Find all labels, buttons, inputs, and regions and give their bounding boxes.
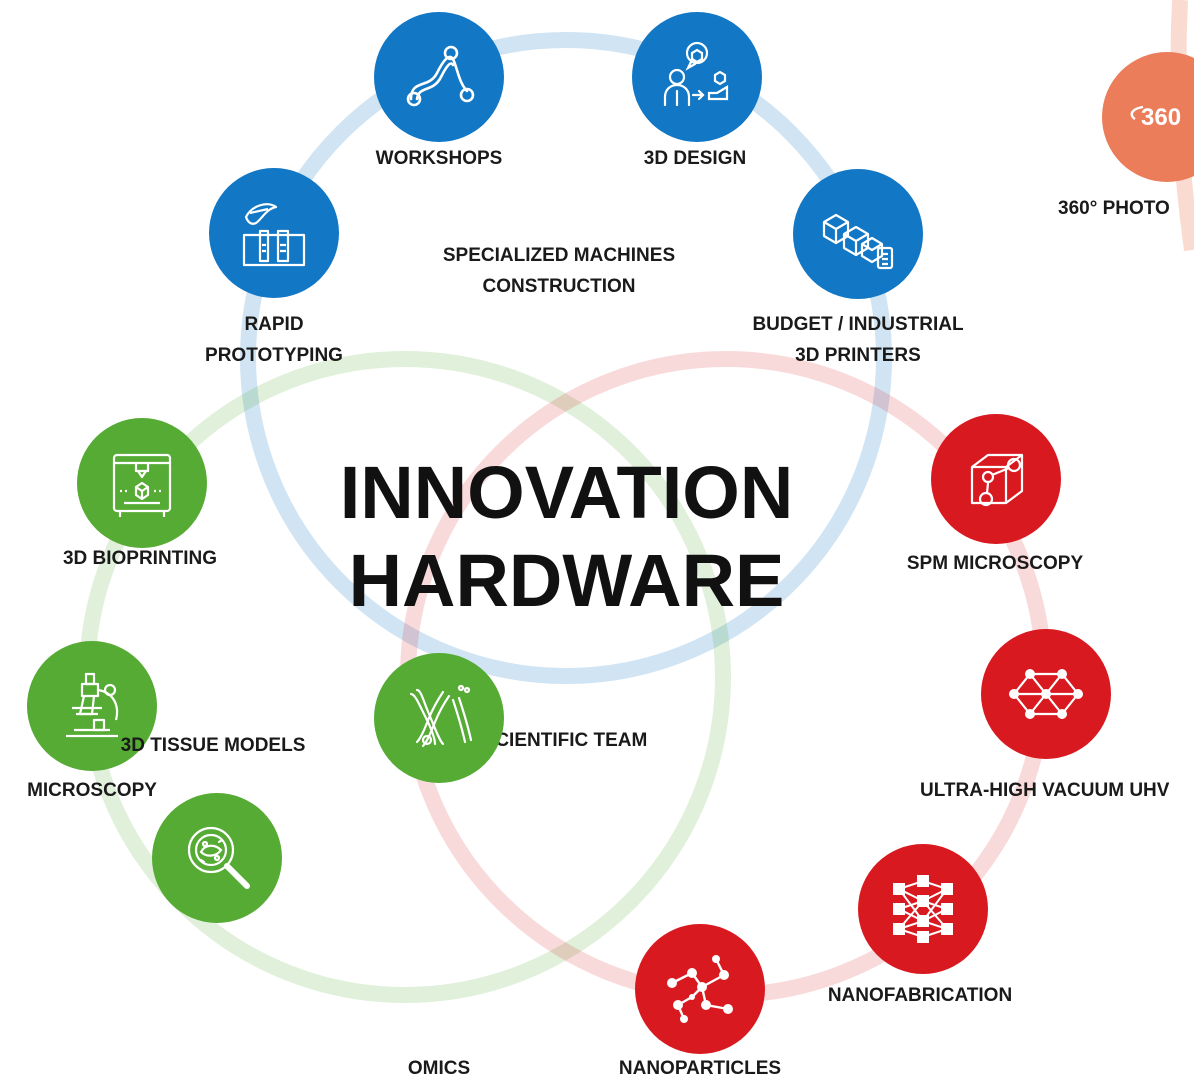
tissue-models-label: 3D TISSUE MODELS [120, 735, 306, 756]
spm-microscopy-node[interactable] [931, 414, 1061, 544]
scientific-team-label: SCIENTIFIC TEAM [482, 730, 648, 751]
3d-design-icon [663, 41, 729, 107]
360-photo-label: 360° PHOTO [1058, 198, 1170, 219]
nanoparticles-node[interactable] [635, 924, 765, 1054]
molecule-lattice-icon [1009, 669, 1083, 719]
3d-printers-label: BUDGET / INDUSTRIAL 3D PRINTERS [752, 314, 964, 366]
workshops-node[interactable] [374, 12, 504, 142]
bioprinter-icon [112, 453, 172, 517]
nanofabrication-label: NANOFABRICATION [827, 985, 1013, 1006]
3d-printers-icon [822, 213, 894, 270]
neural-network-icon [893, 875, 953, 943]
microscopy-label: MICROSCOPY [27, 780, 157, 801]
particle-network-icon [667, 955, 733, 1023]
bioprinting-node[interactable] [77, 418, 207, 548]
nanofabrication-node[interactable] [858, 844, 988, 974]
tissue-models-node[interactable] [152, 793, 282, 923]
rapid-prototyping-icon [242, 203, 306, 267]
bioprinting-label: 3D BIOPRINTING [62, 548, 218, 569]
omics-node[interactable] [374, 653, 504, 783]
spm-cube-icon [970, 453, 1024, 507]
specialized-machines-label: SPECIALIZED MACHINES CONSTRUCTION [442, 245, 676, 297]
3d-design-label: 3D DESIGN [643, 148, 747, 169]
360-photo-icon: 360 [1130, 104, 1181, 131]
title-line-1: INNOVATION [339, 451, 794, 534]
workshops-label: WORKSHOPS [375, 148, 503, 169]
rapid-prototyping-label: RAPID PROTOTYPING [205, 314, 343, 366]
workshops-icon [406, 45, 475, 107]
magnifier-cell-icon [187, 826, 250, 889]
chromosome-icon [409, 684, 473, 748]
nanoparticles-label: NANOPARTICLES [618, 1058, 782, 1079]
uhv-node[interactable] [981, 629, 1111, 759]
3d-printers-node[interactable] [793, 169, 923, 299]
omics-label: OMICS [407, 1058, 471, 1079]
svg-text:360: 360 [1141, 104, 1181, 131]
microscopy-node[interactable] [27, 641, 157, 771]
blue-ring [240, 32, 892, 684]
3d-design-node[interactable] [632, 12, 762, 142]
diagram-title: INNOVATION HARDWARE [334, 449, 799, 625]
rapid-prototyping-node[interactable] [209, 168, 339, 298]
microscope-icon [66, 672, 119, 738]
uhv-label: ULTRA-HIGH VACUUM UHV [920, 780, 1170, 801]
title-line-2: HARDWARE [348, 539, 785, 622]
spm-microscopy-label: SPM MICROSCOPY [906, 553, 1084, 574]
